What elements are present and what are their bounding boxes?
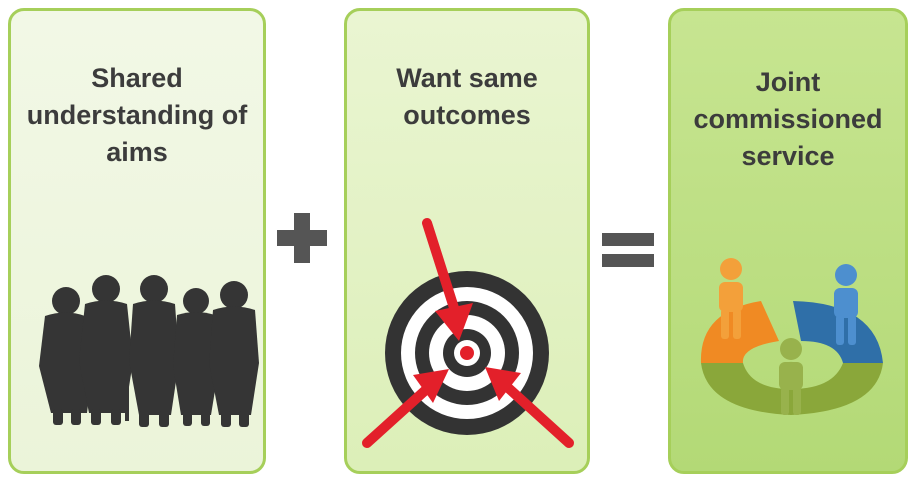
panel-want-same-outcomes: Want same outcomes: [344, 8, 590, 474]
equals-operator-icon: [600, 229, 656, 278]
target-arrows-icon: [362, 218, 574, 448]
puzzle-people-icon: [700, 258, 883, 415]
panel-shared-understanding: Shared understanding of aims: [8, 8, 266, 474]
panel-title: Want same outcomes: [396, 63, 538, 130]
plus-operator-icon: [275, 211, 329, 270]
panel-title: Shared understanding of aims: [26, 63, 248, 167]
panel-joint-commissioned-service: Joint commissioned service: [668, 8, 908, 474]
panel-title: Joint commissioned service: [693, 67, 883, 171]
people-silhouette-icon: [39, 275, 259, 427]
